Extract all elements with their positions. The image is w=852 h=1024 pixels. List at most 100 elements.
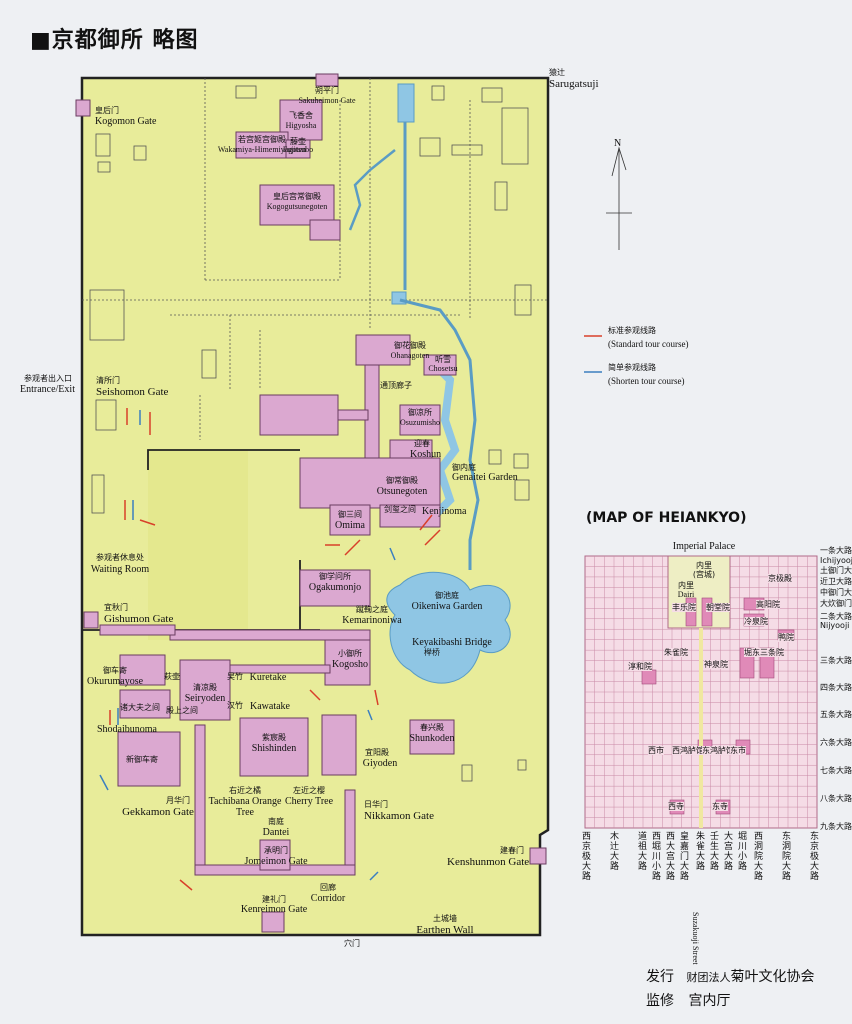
- label-omima-zh: 御三间: [338, 510, 362, 519]
- kogogu-building: [259, 184, 335, 226]
- north-corridor: [169, 629, 371, 641]
- label-sakuheimon-zh: 朔平门: [315, 86, 339, 95]
- label-earthen-zh: 土城墙: [433, 914, 457, 923]
- link-corridor: [337, 409, 369, 421]
- west-annex-building: [259, 394, 339, 436]
- heiankyo-bottom-street: 东洞院大路: [782, 832, 792, 882]
- east-corridor: [344, 789, 356, 871]
- label-genaitei: Genaitei Garden: [452, 472, 518, 483]
- heiankyo-place-label: 朝堂院: [706, 603, 730, 612]
- publisher-org: 财团法人: [686, 971, 731, 984]
- label-kenreimon: Kenreimon Gate: [240, 904, 308, 915]
- label-sakuheimon: Sakuheimon Gate: [298, 96, 356, 105]
- label-giyoden-zh: 宜阳殿: [365, 748, 389, 757]
- shodaibu-building: [119, 689, 171, 719]
- label-kenshunmon-zh: 建春门: [500, 846, 524, 855]
- label-wakamiya-zh: 若宫姬宫御殿: [238, 135, 286, 144]
- stream-north: [399, 122, 480, 570]
- legend-standard-en: (Standard tour course): [608, 339, 689, 349]
- supervisor-label: 监修: [646, 993, 674, 1009]
- label-waiting: Waiting Room: [90, 564, 150, 575]
- label-dantei-zh: 南庭: [268, 817, 284, 826]
- water: [348, 83, 511, 684]
- heiankyo-place-label: 东市: [730, 746, 746, 755]
- label-kenreimon-zh: 建礼门: [262, 895, 286, 904]
- label-corridor-zh: 回廊: [320, 883, 336, 892]
- label-seishomon-zh: 清所门: [96, 376, 120, 385]
- heiankyo-bottom-street: 皇嘉门大路: [680, 832, 690, 882]
- label-seiryoden: Seiryoden: [184, 693, 226, 704]
- label-nikkamon-zh: 日华门: [364, 800, 388, 809]
- kuretake-corridor: [229, 664, 331, 674]
- label-okurumayose: Okurumayose: [86, 676, 144, 687]
- seiryoden-building: [179, 659, 231, 721]
- label-otsunegoten: Otsunegoten: [376, 486, 428, 497]
- heiankyo-estate-block: [701, 597, 713, 627]
- label-kogomon-zh: 皇后门: [95, 106, 119, 115]
- label-kogogu-zh: 皇后宫常御殿: [273, 192, 321, 201]
- label-osuzumisho: Osuzumisho: [400, 418, 440, 427]
- label-gekkamon-zh: 月华门: [166, 796, 190, 805]
- heiankyo-suzaku-en: Suzakuoji Street: [691, 912, 700, 965]
- compass-symbol: [606, 146, 632, 250]
- giyoden-building: [321, 714, 357, 776]
- label-omima: Omima: [335, 520, 365, 531]
- label-kogomon: Kogomon Gate: [95, 116, 157, 127]
- heiankyo-right-street: 一条大路: [820, 546, 852, 555]
- heiankyo-right-street: 九条大路: [820, 822, 852, 831]
- label-gekkamon: Gekkamon Gate: [122, 806, 194, 818]
- heiankyo-bottom-street: 西堀川小路: [652, 832, 662, 882]
- label-kogosho-zh: 小御所: [338, 649, 362, 658]
- heiankyo-place-label: 高阳院: [756, 600, 780, 609]
- heiankyo-place-label: 冷泉院: [744, 617, 768, 626]
- heiankyo-right-street: Ichijyooji: [820, 556, 852, 565]
- label-genaitei-zh: 御内庭: [452, 463, 476, 472]
- label-kenjinoma-zh: 剑玺之间: [384, 505, 416, 514]
- label-waiting-zh: 参观者休息处: [96, 553, 144, 562]
- shunkoden-building: [409, 719, 455, 755]
- label-koshun-zh: 迎春: [414, 439, 430, 448]
- label-kenjinoma: Kenjinoma: [422, 506, 467, 517]
- shinmikuruma-building: [117, 731, 181, 787]
- label-tachibana-zh: 右近之橘: [229, 786, 261, 795]
- heiankyo-right-street: 八条大路: [820, 794, 852, 803]
- otsunegoten-building: [299, 457, 441, 509]
- heiankyo-right-street: 六条大路: [820, 738, 852, 747]
- heiankyo-bottom-street: 木辻大路: [610, 832, 620, 872]
- label-gishumon: Gishumon Gate: [104, 613, 174, 625]
- page-title: ■京都御所 略图: [30, 28, 199, 53]
- publisher-name: 菊叶文化协会: [730, 969, 815, 985]
- publisher-line: 发行 财团法人菊叶文化协会: [646, 966, 814, 986]
- heiankyo-bottom-street: 西京极大路: [582, 832, 592, 882]
- heiankyo-place-label: 京极殿: [768, 574, 792, 583]
- supervisor-line: 监修 宫内厅: [646, 990, 730, 1010]
- reservoir: [397, 83, 415, 123]
- label-higyosha: Higyosha: [285, 121, 317, 130]
- omima-building: [329, 504, 371, 536]
- label-jomeimon-zh: 承明门: [264, 846, 288, 855]
- heiankyo-place-label: 西寺: [668, 802, 684, 811]
- stream-west: [348, 149, 396, 231]
- jomeimon-gate: [259, 839, 291, 871]
- label-osuzumisho-zh: 御凉所: [408, 408, 432, 417]
- label-tachibana: Tachibana Orange Tree: [208, 796, 282, 818]
- label-cherry-zh: 左近之樱: [293, 786, 325, 795]
- ohanagoten-building: [355, 334, 411, 366]
- heiankyo-place-label: 神泉院: [704, 660, 728, 669]
- heiankyo-bottom-street: 东京极大路: [810, 832, 820, 882]
- heiankyo-bottom-street: 道祖大路: [638, 832, 648, 872]
- heiankyo-right-street: 五条大路: [820, 710, 852, 719]
- heiankyo-right-street: 土御门大路: [820, 566, 852, 575]
- west-corridor: [194, 724, 206, 866]
- label-ohanagoten: Ohanagoten: [390, 351, 430, 360]
- label-kawatake-zh: 汉竹: [227, 701, 243, 710]
- label-oikeniwa-zh: 御池庭: [435, 591, 459, 600]
- compass-north-label: N: [614, 138, 622, 149]
- stream-garden: [427, 357, 460, 523]
- label-kawatake: Kawatake: [250, 701, 290, 712]
- label-ogakumonjo-zh: 御学问所: [319, 572, 351, 581]
- heiankyo-right-street: 近卫大路: [820, 577, 852, 586]
- label-sarugatsuji: Sarugatsuji: [549, 78, 599, 90]
- chosetsu-building: [423, 354, 457, 376]
- fujitsubo-building: [285, 139, 311, 159]
